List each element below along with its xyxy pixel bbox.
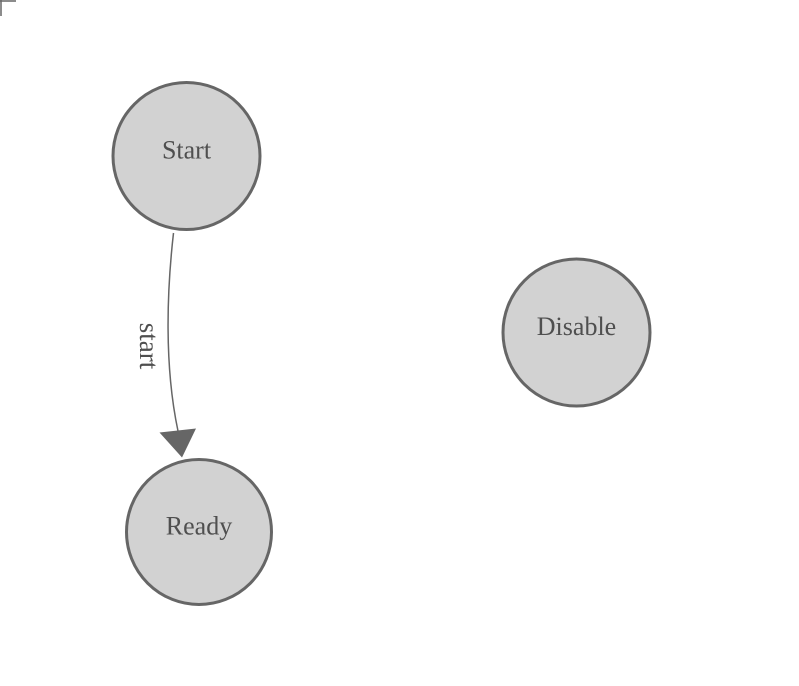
state-label: Ready: [166, 512, 232, 541]
state-circle[interactable]: [501, 257, 652, 408]
edge-label: start: [134, 323, 164, 370]
arrowhead-icon: [159, 428, 196, 458]
canvas-corner-mark: [0, 0, 16, 16]
state-label: Start: [162, 136, 212, 165]
edge-path[interactable]: [167, 232, 179, 432]
state-label: Disable: [537, 312, 616, 341]
transition-edge-start-to-ready: start: [134, 232, 196, 458]
state-circle[interactable]: [125, 458, 273, 606]
state-circle[interactable]: [111, 81, 262, 231]
state-node-start[interactable]: Start: [111, 81, 262, 231]
state-node-disable[interactable]: Disable: [501, 257, 652, 408]
state-node-ready[interactable]: Ready: [125, 458, 273, 606]
